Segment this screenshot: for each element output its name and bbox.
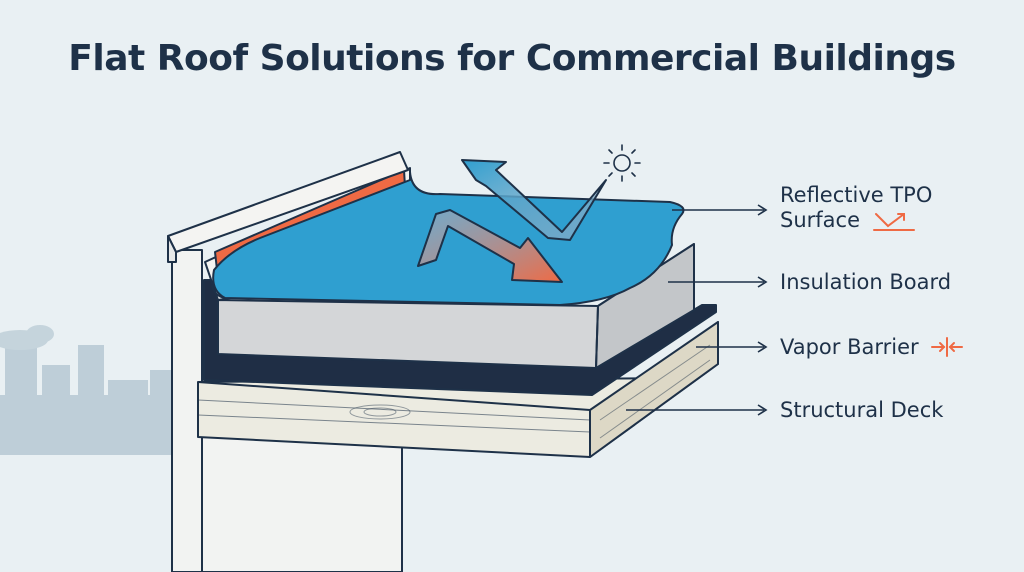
- tpo-label-line1: Reflective TPO: [780, 183, 933, 207]
- page-title: Flat Roof Solutions for Commercial Build…: [68, 38, 956, 79]
- reflection-arrow-icon: [461, 159, 607, 241]
- reflection-indicator-icon: [873, 213, 915, 231]
- structural-deck-label: Structural Deck: [780, 398, 944, 422]
- tpo-label-line2: Surface: [780, 208, 861, 232]
- tpo-label: Reflective TPO Surface: [780, 183, 932, 233]
- building-wall: [171, 249, 403, 572]
- city-skyline: [0, 340, 190, 455]
- cloud: [0, 325, 54, 350]
- tpo-membrane-layer: [211, 171, 685, 306]
- sun-icon: [603, 144, 641, 182]
- vapor-converge-icon: [931, 337, 963, 357]
- insulation-board-layer: [217, 243, 695, 369]
- leader-lines: [626, 204, 768, 416]
- heat-arrow-icon: [417, 209, 563, 283]
- insulation-label: Insulation Board: [780, 270, 952, 294]
- vapor-barrier-label: Vapor Barrier: [780, 335, 919, 359]
